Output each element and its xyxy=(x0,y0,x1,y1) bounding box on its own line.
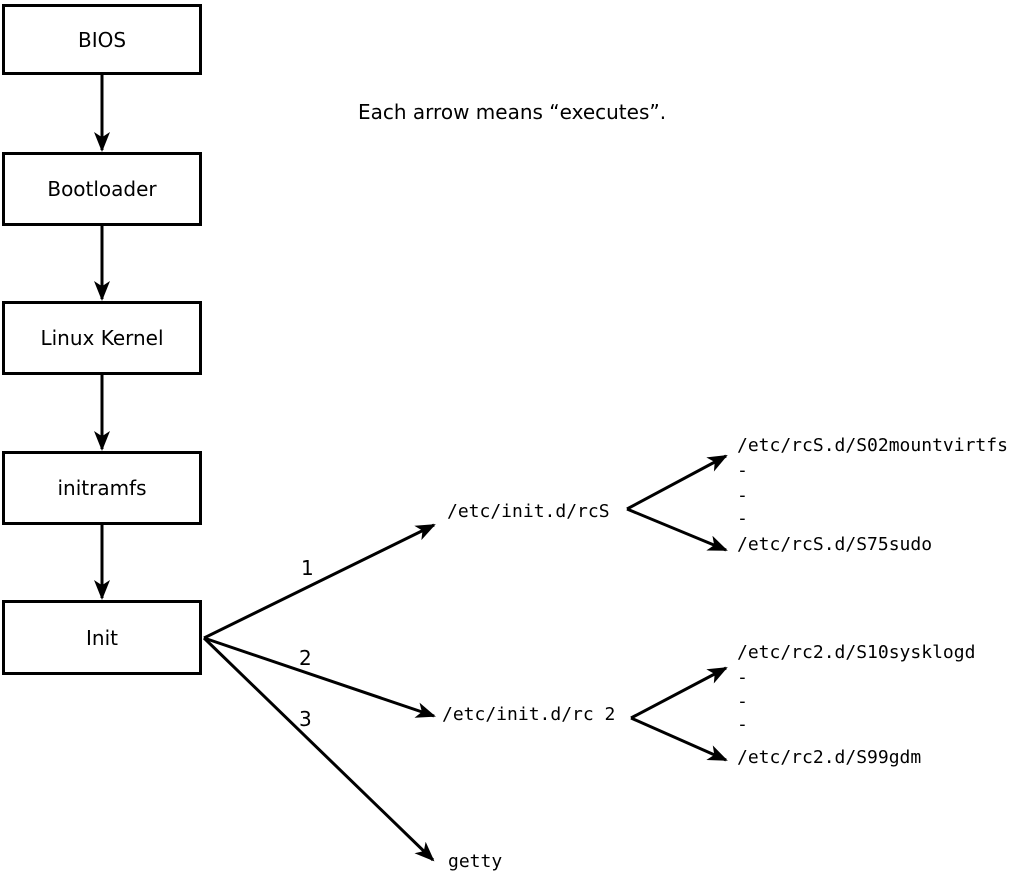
node-initramfs: initramfs xyxy=(2,451,202,525)
node-linux-kernel: Linux Kernel xyxy=(2,301,202,375)
node-initramfs-label: initramfs xyxy=(57,476,147,500)
node-init: Init xyxy=(2,600,202,675)
node-linux-kernel-label: Linux Kernel xyxy=(40,326,164,350)
caption: Each arrow means “executes”. xyxy=(358,100,667,124)
node-bios-label: BIOS xyxy=(77,27,127,52)
branch-label-3: 3 xyxy=(299,707,312,731)
text-rc2-script: /etc/init.d/rc 2 xyxy=(442,704,616,725)
text-rcs-script: /etc/init.d/rcS xyxy=(447,501,610,522)
arrow-rcs-to-s75sudo xyxy=(626,507,728,552)
text-getty: getty xyxy=(448,851,503,872)
rc2-dash-2: - xyxy=(737,691,748,712)
node-bootloader: Bootloader xyxy=(2,152,202,226)
node-init-label: Init xyxy=(86,625,118,650)
arrow-init-to-rc2 xyxy=(203,636,436,718)
branch-label-2: 2 xyxy=(299,646,312,670)
node-bootloader-label: Bootloader xyxy=(47,177,157,201)
arrow-rc2-to-s99gdm xyxy=(630,716,728,762)
arrow-init-to-getty xyxy=(202,636,435,862)
arrow-rc2-to-s10sysklogd xyxy=(630,666,728,720)
rcs-dash-3: - xyxy=(737,508,748,529)
rc2-dash-1: - xyxy=(737,667,748,688)
text-rc2-first: /etc/rc2.d/S10sysklogd xyxy=(737,642,976,663)
text-rcs-first: /etc/rcS.d/S02mountvirtfs xyxy=(737,435,1008,456)
text-rcs-last: /etc/rcS.d/S75sudo xyxy=(737,534,933,555)
node-bios: BIOS xyxy=(2,4,202,75)
rc2-dash-3: - xyxy=(737,714,748,735)
arrow-init-to-rcs xyxy=(203,523,436,640)
rcs-dash-2: - xyxy=(737,485,748,506)
text-rc2-last: /etc/rc2.d/S99gdm xyxy=(737,747,922,768)
branch-label-1: 1 xyxy=(301,556,314,580)
rcs-dash-1: - xyxy=(737,460,748,481)
arrow-rcs-to-s02mountvirtfs xyxy=(626,454,728,511)
